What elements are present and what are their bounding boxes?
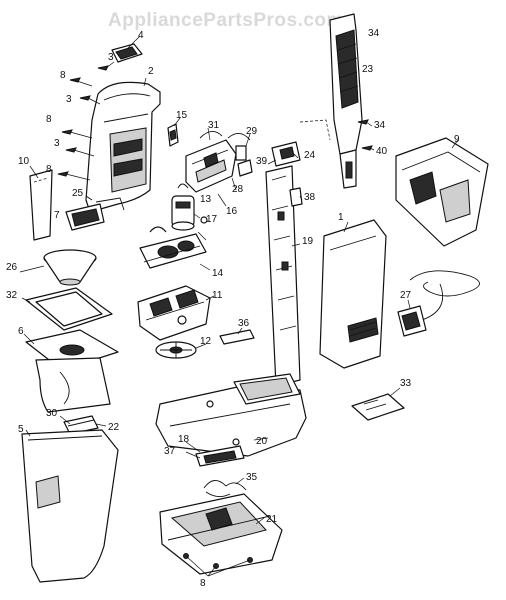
callout-10: 10	[18, 156, 30, 167]
callout-6: 6	[18, 326, 24, 337]
callout-8-a: 8	[60, 70, 66, 81]
callout-34-b: 34	[374, 120, 386, 131]
callout-39: 39	[256, 156, 268, 167]
part-18-bumper	[195, 445, 245, 467]
part-1-front-cover	[319, 219, 387, 369]
callout-12: 12	[200, 336, 212, 347]
callout-17: 17	[206, 214, 218, 225]
callout-9: 9	[454, 134, 460, 145]
part-35-belt	[203, 480, 247, 497]
callout-4: 4	[138, 30, 144, 41]
part-11-chassis	[137, 285, 211, 341]
part-32-gasket	[25, 287, 113, 331]
callout-18: 18	[178, 434, 190, 445]
callout-labels: 4 34 2 3 8 3 23 8 15 31 29 34 3 9 10 8 3…	[6, 28, 460, 589]
callout-28: 28	[232, 184, 244, 195]
part-7-filter	[65, 195, 105, 231]
callout-21: 21	[266, 514, 278, 525]
callout-3-a: 3	[108, 52, 114, 63]
part-5-outer-bag	[21, 429, 119, 583]
callout-8-b: 8	[46, 114, 52, 125]
part-26-cone-filter	[43, 249, 97, 286]
callout-26: 26	[6, 262, 18, 273]
part-4-handle-grip	[111, 43, 143, 63]
callout-22: 22	[108, 422, 120, 433]
part-2-upper-housing	[85, 81, 161, 213]
leader-lines	[19, 35, 459, 577]
callout-25: 25	[72, 188, 84, 199]
callout-30: 30	[46, 408, 58, 419]
callout-11: 11	[212, 290, 223, 301]
part-10-side-panel	[29, 169, 53, 241]
part-27-charger	[397, 270, 480, 337]
part-36-brush-strip	[219, 329, 255, 345]
part-14-brushroll	[139, 226, 207, 269]
callout-1: 1	[338, 212, 344, 223]
callout-29: 29	[246, 126, 258, 137]
watermark-text: AppliancePartsPros.com	[108, 10, 344, 31]
callout-33: 33	[400, 378, 412, 389]
callout-5: 5	[18, 424, 24, 435]
callout-3-c: 3	[54, 138, 60, 149]
part-39-tube-top	[271, 141, 301, 167]
screws-handle	[299, 119, 375, 151]
callout-8-d: 8	[200, 578, 206, 589]
screws-left	[57, 61, 115, 181]
callout-16: 16	[226, 206, 238, 217]
part-21-base-plate	[159, 493, 283, 575]
callout-34-top: 34	[368, 28, 380, 39]
callout-7: 7	[54, 210, 60, 221]
part-19-main-tube	[265, 165, 301, 387]
callout-36: 36	[238, 318, 250, 329]
callout-35: 35	[246, 472, 258, 483]
part-33-hardware-bag	[351, 393, 405, 421]
part-38-latch	[289, 187, 303, 207]
callout-8-c: 8	[46, 164, 52, 175]
callout-24: 24	[304, 150, 316, 161]
callout-31: 31	[208, 120, 220, 131]
part-6-bag	[25, 329, 119, 413]
callout-19: 19	[302, 236, 314, 247]
part-15-clip	[167, 123, 179, 147]
callout-38: 38	[304, 192, 316, 203]
part-30-clip	[63, 415, 99, 435]
callout-27: 27	[400, 290, 412, 301]
callout-40: 40	[376, 146, 388, 157]
callout-13: 13	[200, 194, 212, 205]
callout-3-b: 3	[66, 94, 72, 105]
part-20-nozzle	[155, 373, 307, 457]
callout-20: 20	[256, 436, 268, 447]
part-16-switch-bracket	[185, 131, 253, 193]
part-9-rear-housing	[395, 137, 489, 247]
callout-37: 37	[164, 446, 176, 457]
part-23-handle	[329, 13, 363, 189]
callout-2: 2	[148, 66, 154, 77]
callout-23: 23	[362, 64, 374, 75]
callout-32: 32	[6, 290, 18, 301]
callout-14: 14	[212, 268, 224, 279]
callout-15: 15	[176, 110, 188, 121]
part-12-fan	[155, 341, 197, 359]
part-13-motor	[171, 183, 208, 231]
